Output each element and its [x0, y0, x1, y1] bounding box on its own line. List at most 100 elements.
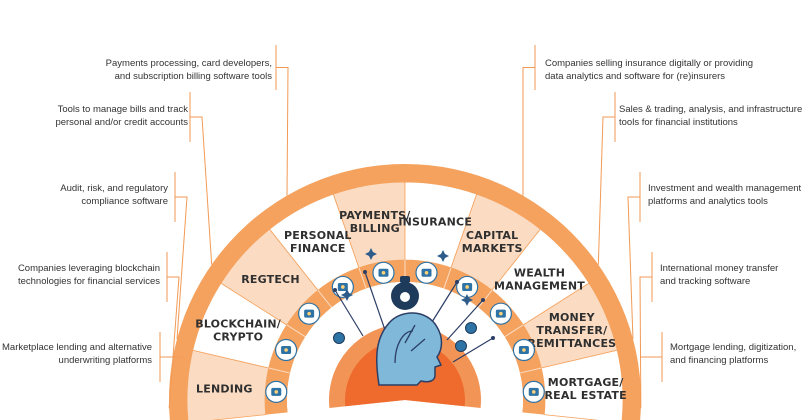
- band-divider: [443, 267, 452, 289]
- segment-label-line: CRYPTO: [213, 330, 263, 343]
- segment-label: BLOCKCHAIN/CRYPTO: [195, 317, 282, 343]
- sparkle-icon: [341, 289, 353, 301]
- leader-connector: [597, 116, 615, 265]
- globe-network-icon: [274, 338, 298, 362]
- icon-glyph-dot: [465, 285, 469, 289]
- segment-label-line: MONEY: [549, 311, 596, 324]
- leader-connector: [175, 196, 188, 339]
- radiating-arrows: [333, 270, 495, 363]
- segment-label-line: MORTGAGE/: [548, 376, 624, 389]
- segment-label-line: REAL ESTATE: [544, 389, 626, 402]
- band-divider: [477, 289, 493, 308]
- segment-label-line: TRANSFER/: [536, 324, 608, 337]
- chart-screen-icon: [456, 275, 479, 299]
- arrow-head: [455, 280, 459, 284]
- icon-glyph-dot: [381, 271, 386, 275]
- white-gap-ring: [286, 281, 523, 413]
- bag-symbol: [400, 292, 410, 302]
- description-capital-markets: Sales & trading, analysis, and infrastru…: [619, 104, 803, 128]
- leader-connector: [522, 67, 535, 196]
- segment-label-line: MARKETS: [462, 242, 523, 255]
- house-icon: [522, 380, 545, 404]
- description-mortgage: Mortgage lending, digitization,and finan…: [670, 342, 797, 366]
- segment-label: INSURANCE: [398, 216, 472, 229]
- hand-coins-icon: [265, 380, 288, 404]
- band-divider: [268, 367, 291, 374]
- wallet-icon: [372, 261, 395, 284]
- sparkle-icon: [365, 248, 377, 260]
- icon-glyph-dot: [531, 390, 536, 394]
- icon-glyph-dot: [424, 271, 429, 275]
- coin-icon: [465, 322, 477, 334]
- segment-label: MORTGAGE/REAL ESTATE: [544, 376, 626, 402]
- center-artwork: [333, 248, 495, 386]
- segment-label-line: WEALTH: [514, 266, 565, 279]
- arrow-line: [452, 337, 494, 363]
- arrow-head: [491, 336, 495, 340]
- icon-glyph-dot: [341, 285, 345, 289]
- icon-glyph-dot: [499, 311, 503, 316]
- mobile-chart-icon: [489, 302, 512, 325]
- band-divider: [504, 324, 524, 338]
- segment-label: REGTECH: [241, 273, 300, 286]
- leader-connector: [627, 196, 640, 339]
- brain-lines: [394, 324, 426, 364]
- leader-connector: [190, 116, 213, 265]
- segment-label-line: REMITTANCES: [527, 337, 616, 350]
- arrow-head: [481, 298, 485, 302]
- segment-label-line: CAPITAL: [466, 229, 518, 242]
- description-payments: Payments processing, card developers,and…: [105, 58, 272, 82]
- leader-connector: [639, 276, 652, 409]
- segment-label-line: PAYMENTS/: [339, 209, 411, 222]
- segment-label-line: FINANCE: [290, 242, 346, 255]
- arrow-line: [334, 289, 364, 337]
- icon-glyph-dot: [284, 348, 288, 352]
- icon-glyph-dot: [307, 311, 311, 316]
- segment-label-line: BILLING: [350, 222, 400, 235]
- band-divider: [317, 289, 333, 308]
- leader-connector: [167, 276, 180, 409]
- description-insurance: Companies selling insurance digitally or…: [545, 58, 754, 82]
- band-divider: [286, 324, 306, 338]
- segment-label: PAYMENTS/BILLING: [339, 209, 411, 235]
- icon-glyph-dot: [274, 390, 279, 394]
- band-divider: [358, 267, 367, 289]
- icon-glyph-dot: [522, 348, 526, 352]
- head-outline: [375, 312, 443, 386]
- leader-connector: [276, 67, 289, 196]
- gavel-icon: [298, 302, 321, 325]
- arrow-line: [364, 271, 386, 331]
- sparkle-icon: [461, 294, 473, 306]
- segment-label-line: BLOCKCHAIN/: [195, 317, 282, 330]
- segment-label-line: LENDING: [196, 383, 253, 396]
- inner-icon-band: [265, 260, 545, 415]
- sparkle-icon: [437, 250, 449, 262]
- band-divider: [519, 367, 542, 374]
- segment-label-line: INSURANCE: [398, 216, 472, 229]
- arrow-head: [333, 288, 337, 292]
- segment-label-line: PERSONAL: [284, 229, 352, 242]
- arrow-head: [363, 270, 367, 274]
- segment-label: LENDING: [196, 383, 253, 396]
- coin-icon: [455, 340, 467, 352]
- arrow-line: [446, 299, 484, 341]
- coin-icon: [333, 332, 345, 344]
- money-transfer-icon: [512, 338, 536, 362]
- money-bag-icon: [391, 276, 419, 310]
- segment-label-line: MANAGEMENT: [494, 279, 585, 292]
- bag-neck: [400, 276, 410, 283]
- segment-label-line: REGTECH: [241, 273, 300, 286]
